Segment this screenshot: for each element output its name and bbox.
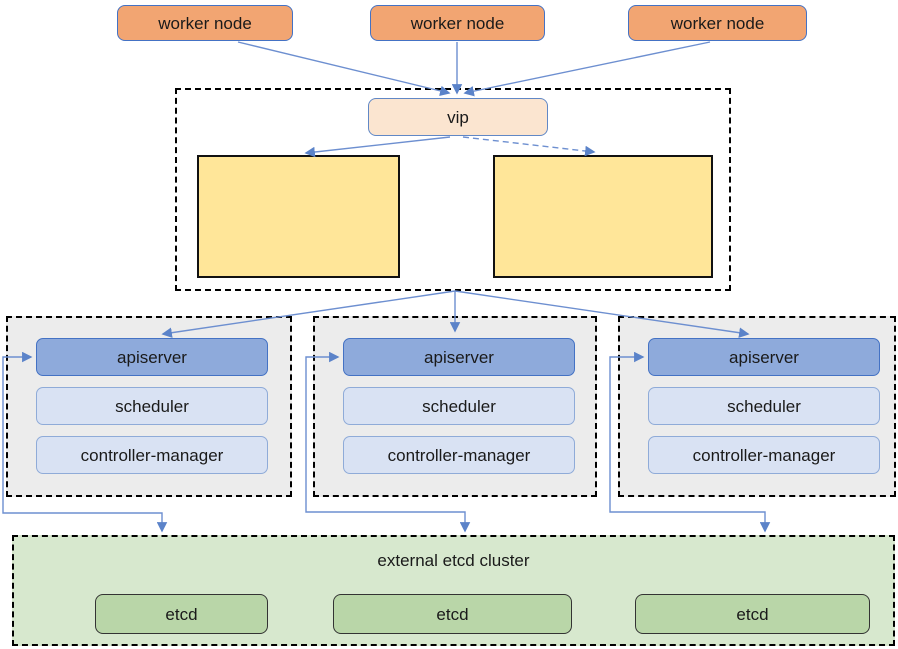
master-node-2: apiserver scheduler controller-manager	[313, 316, 597, 497]
scheduler-node-1: scheduler	[36, 387, 268, 425]
worker-node-1: worker node	[117, 5, 293, 41]
etcd-2-label: etcd	[436, 604, 469, 624]
controller-manager-3-label: controller-manager	[692, 445, 836, 465]
etcd-1-label: etcd	[165, 604, 198, 624]
scheduler-node-2: scheduler	[343, 387, 575, 425]
etcd-node-2: etcd	[333, 594, 572, 634]
vip-label: vip	[447, 107, 469, 127]
etcd-node-1: etcd	[95, 594, 268, 634]
controller-manager-node-2: controller-manager	[343, 436, 575, 474]
edge-worker1-vip	[237, 41, 451, 97]
worker-node-1-label: worker node	[158, 13, 252, 33]
ha-group-2: keepalived haproxy	[493, 155, 713, 278]
etcd-cluster-title: external etcd cluster	[377, 551, 530, 570]
worker-node-2-label: worker node	[410, 13, 505, 33]
apiserver-node-2: apiserver	[343, 338, 575, 376]
apiserver-1-label: apiserver	[117, 347, 187, 367]
worker-node-2: worker node	[370, 5, 545, 41]
apiserver-node-3: apiserver	[648, 338, 880, 376]
etcd-node-3: etcd	[635, 594, 870, 634]
edge-worker3-vip	[463, 41, 711, 97]
master-node-3: apiserver scheduler controller-manager	[618, 316, 896, 497]
controller-manager-1-label: controller-manager	[80, 445, 224, 465]
controller-manager-node-3: controller-manager	[648, 436, 880, 474]
apiserver-3-label: apiserver	[729, 347, 799, 367]
master-node-1: apiserver scheduler controller-manager	[6, 316, 292, 497]
apiserver-2-label: apiserver	[424, 347, 494, 367]
scheduler-3-label: scheduler	[727, 396, 801, 416]
controller-manager-node-1: controller-manager	[36, 436, 268, 474]
etcd-3-label: etcd	[736, 604, 769, 624]
controller-manager-2-label: controller-manager	[387, 445, 531, 465]
worker-node-3-label: worker node	[670, 13, 765, 33]
apiserver-node-1: apiserver	[36, 338, 268, 376]
scheduler-1-label: scheduler	[115, 396, 189, 416]
scheduler-2-label: scheduler	[422, 396, 496, 416]
vip-node: vip	[368, 98, 548, 136]
worker-node-3: worker node	[628, 5, 807, 41]
scheduler-node-3: scheduler	[648, 387, 880, 425]
external-etcd-cluster-container: external etcd cluster etcd etcd etcd	[12, 535, 895, 646]
ha-group-1: keepalived haproxy	[197, 155, 579, 417]
